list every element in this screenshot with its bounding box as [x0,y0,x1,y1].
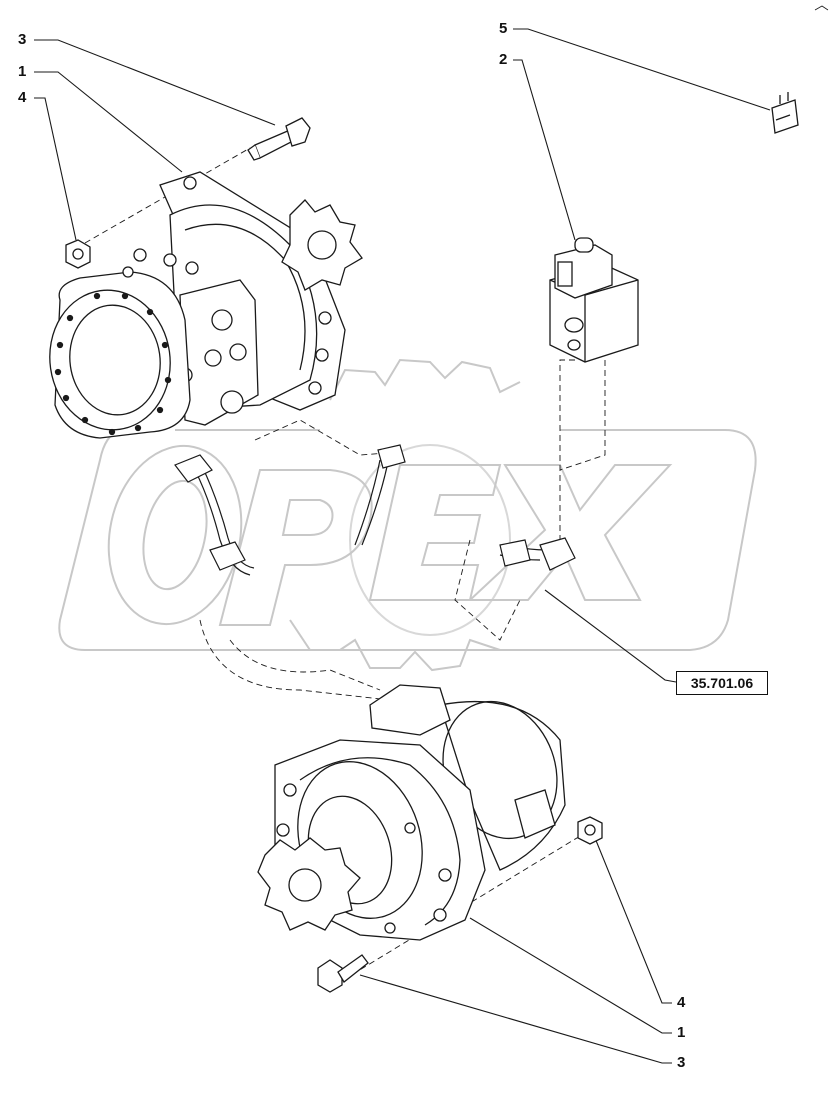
top-nut [65,239,91,269]
top-bolt [247,117,311,161]
callout-5: 5 [499,20,508,37]
callout-3-bottom: 3 [677,1054,686,1071]
bottom-nut [577,816,603,845]
solenoid-valve [549,237,639,363]
hydraulic-hoses [174,444,576,576]
callout-1-top: 1 [18,63,27,80]
top-drive-motor [49,171,363,439]
reference-box[interactable]: 35.701.06 [676,671,768,695]
bottom-drive-motor [257,684,566,941]
callout-2: 2 [499,51,508,68]
connector-clip [771,92,799,134]
callout-3-top: 3 [18,31,27,48]
callout-4-top: 4 [18,89,27,106]
callout-4-bottom: 4 [677,994,686,1011]
callout-1-bottom: 1 [677,1024,686,1041]
corner-mark [814,5,829,11]
leader-lines [34,28,771,1064]
bottom-bolt [317,954,369,993]
